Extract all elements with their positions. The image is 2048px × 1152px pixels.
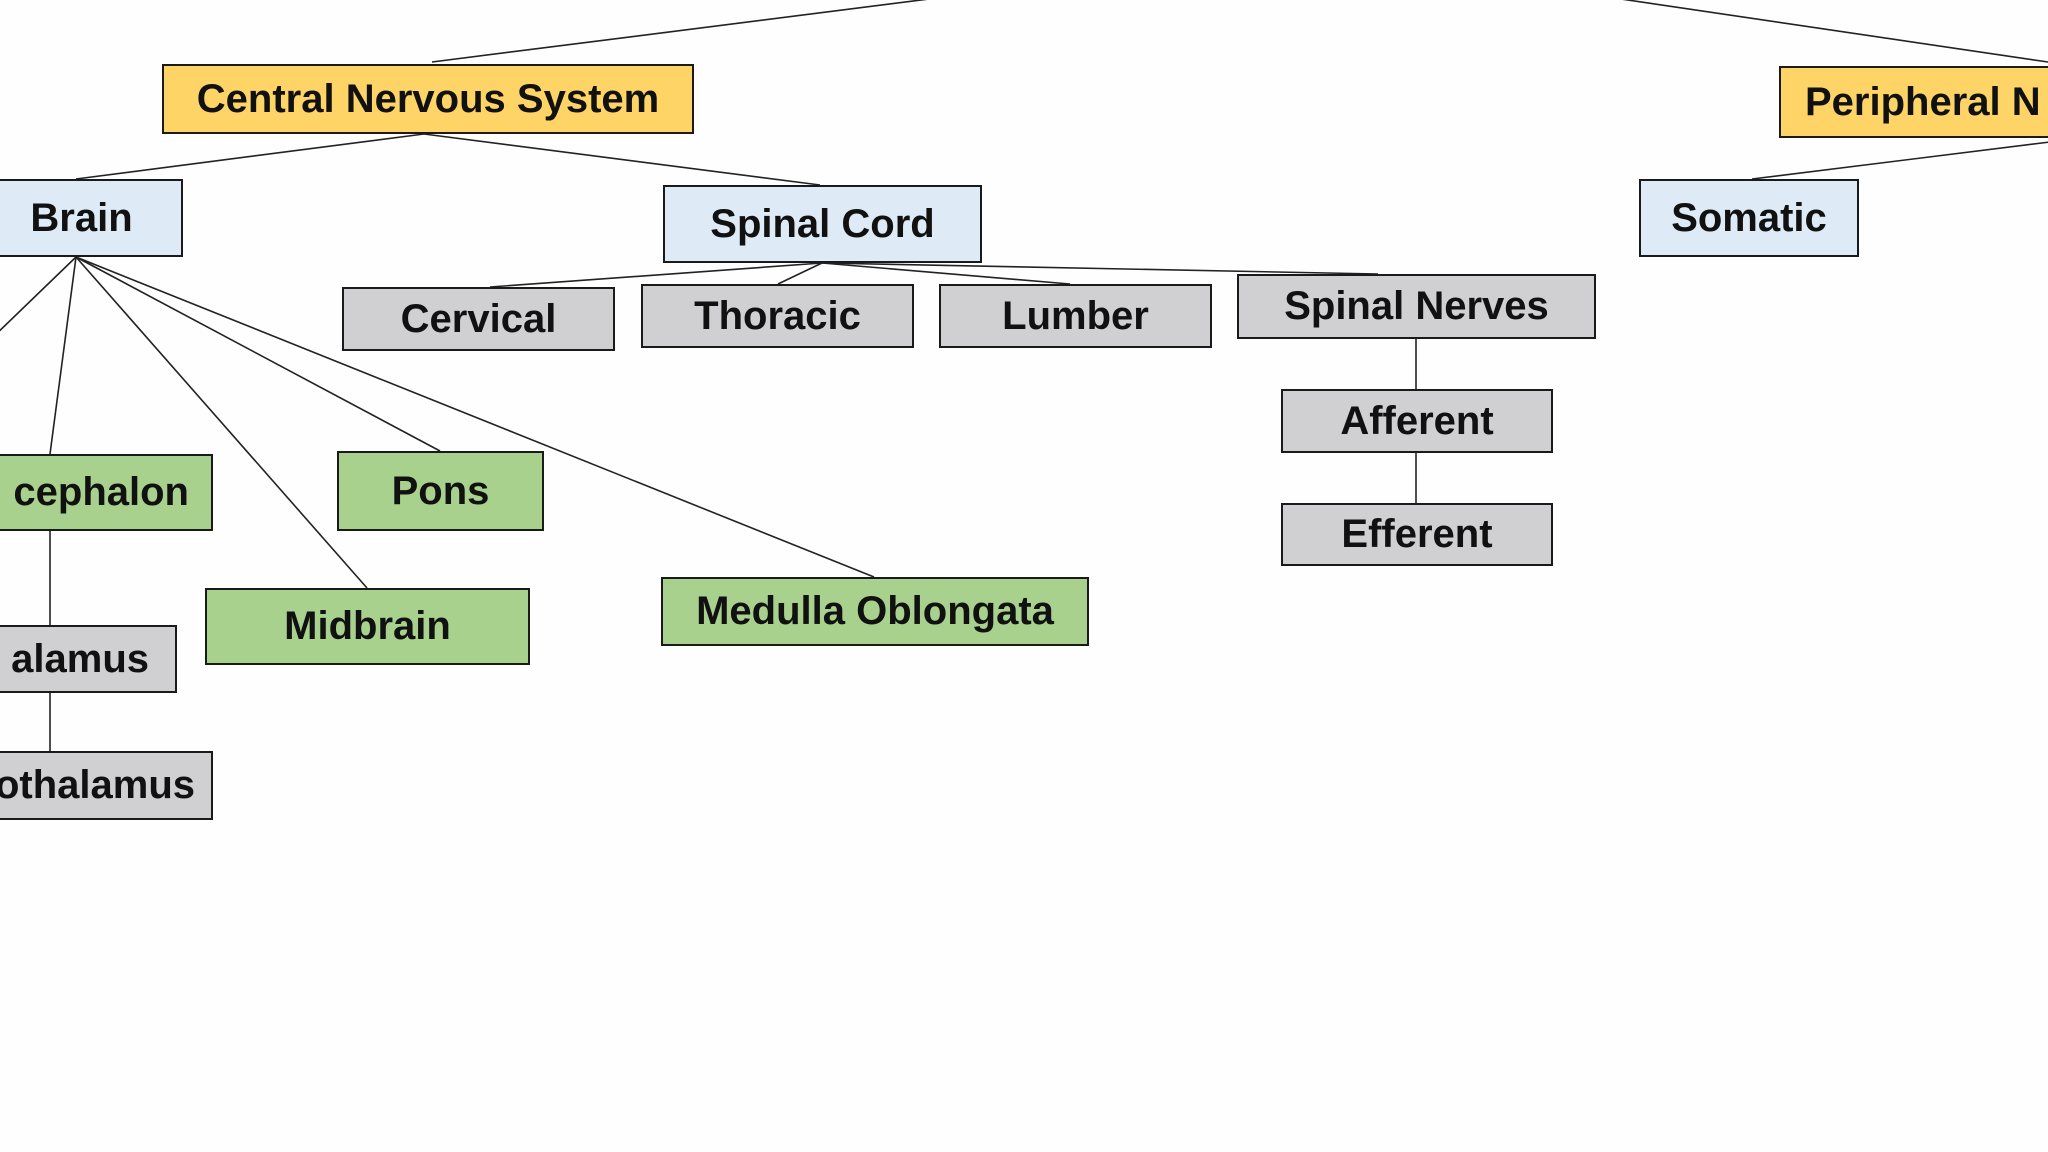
node-spinal-cord: Spinal Cord (663, 185, 982, 263)
node-medulla-oblongata: Medulla Oblongata (661, 577, 1089, 646)
node-label: alamus (11, 636, 149, 681)
node-efferent: Efferent (1281, 503, 1553, 566)
edge-brain-diencephalon (49, 256, 77, 455)
node-label: Somatic (1671, 195, 1827, 240)
edge-brain-medulla (75, 256, 875, 578)
node-somatic: Somatic (1639, 179, 1859, 257)
edge-brain-offscreen (0, 256, 77, 332)
node-cervical: Cervical (342, 287, 615, 351)
edge-cns-brain (75, 133, 425, 180)
edge-pns-up (1622, 0, 2048, 63)
node-label: Lumber (1002, 293, 1149, 338)
node-brain: Brain (0, 179, 183, 257)
node-label: cephalon (13, 470, 189, 514)
node-afferent: Afferent (1281, 389, 1553, 453)
edge-brain-pons (75, 256, 441, 452)
node-hypothalamus: othalamus (0, 751, 213, 820)
edge-spinalcord-spinalnerves (821, 262, 1379, 275)
node-label: Spinal Nerves (1284, 284, 1549, 328)
node-thalamus: alamus (0, 625, 177, 693)
node-peripheral-nervous-system: Peripheral N (1779, 66, 2048, 138)
edge-spinalcord-thoracic (777, 262, 823, 285)
node-lumber: Lumber (939, 284, 1212, 348)
node-spinal-nerves: Spinal Nerves (1237, 274, 1596, 339)
node-label: Afferent (1340, 398, 1494, 443)
edge-cns-up (431, 0, 928, 63)
node-thoracic: Thoracic (641, 284, 914, 348)
node-label: othalamus (0, 763, 195, 807)
edge-spinalcord-lumber (821, 262, 1071, 285)
node-pons: Pons (337, 451, 544, 531)
node-label: Medulla Oblongata (696, 589, 1054, 633)
node-label: Pons (391, 468, 490, 513)
node-midbrain: Midbrain (205, 588, 530, 665)
node-central-nervous-system: Central Nervous System (162, 64, 694, 134)
edge-brain-midbrain (75, 256, 368, 589)
edge-spinalcord-cervical (489, 262, 823, 288)
node-label: Central Nervous System (196, 76, 660, 121)
edge-pns-somatic (1751, 141, 2048, 180)
node-label: Spinal Cord (710, 201, 935, 246)
node-label: Midbrain (284, 604, 451, 648)
node-label: Brain (30, 195, 133, 240)
node-label: Cervical (400, 296, 557, 341)
node-label: Peripheral N (1805, 79, 2041, 124)
node-label: Efferent (1341, 512, 1493, 556)
node-diencephalon: cephalon (0, 454, 213, 531)
node-label: Thoracic (694, 293, 861, 338)
edge-cns-spinalcord (423, 133, 821, 186)
